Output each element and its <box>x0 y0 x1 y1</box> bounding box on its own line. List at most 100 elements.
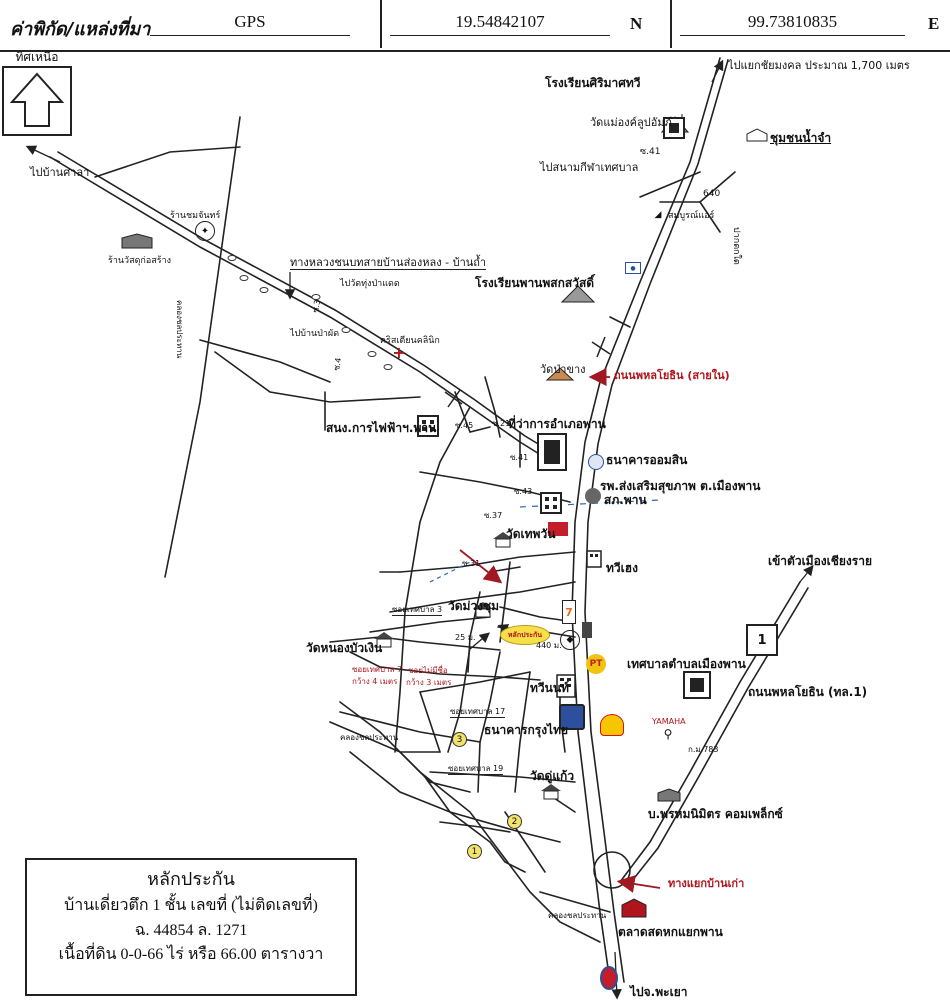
label-soi-t7: ซอยเทศบาล 7 <box>352 665 403 674</box>
label-to-phayao: ไปจ.พะเยา <box>630 985 688 999</box>
police-icon <box>585 488 601 504</box>
coordinates-header: ค่าพิกัด/แหล่งที่มา GPS 19.54842107 N 99… <box>0 0 950 52</box>
latitude-direction: N <box>630 14 643 33</box>
coordinate-source-value: GPS <box>150 12 350 36</box>
label-soi-unnamed-width: กว้าง 3 เมตร <box>406 678 452 687</box>
longitude-direction: E <box>928 14 940 33</box>
latitude-value: 19.54842107 <box>390 12 610 36</box>
road-network <box>25 57 814 1000</box>
label-to-ban-sala: ไปบ้านศาลา <box>30 166 90 179</box>
krungthai-bank-icon <box>559 704 585 730</box>
label-wat-nong: วัดหนองบัวเงิน <box>306 641 383 655</box>
label-pornmanee: บ.พรหมนิมิตร คอมเพล็กซ์ <box>648 807 783 821</box>
collateral-line-2: ฉ. 44854 ล. 1271 <box>134 921 248 939</box>
label-soi-37: ซ.37 <box>484 511 503 520</box>
label-soi-t3: ซอยเทศบาล 3 <box>392 605 443 616</box>
longitude-value: 99.73810835 <box>680 12 905 36</box>
subject-property-marker: หลักประกัน <box>500 625 550 645</box>
label-wat-muang: วัดม่วงชุม <box>448 599 500 613</box>
fuel-station-icon <box>600 966 618 990</box>
label-yamaha: YAMAHA <box>652 717 686 726</box>
gsb-bank-icon <box>588 454 604 470</box>
marker-1: 1 <box>467 844 482 859</box>
wat-pang-icon <box>545 367 575 381</box>
shophouse-icon <box>586 550 602 568</box>
district-office-icon <box>537 433 567 471</box>
label-soi-31: ซ.31 <box>462 559 481 568</box>
label-wat-dukaew: วัดดู่แก้ว <box>530 769 575 783</box>
temple-roof-icon <box>493 532 513 548</box>
market-icon <box>621 898 647 918</box>
latitude-cell: 19.54842107 N <box>380 0 672 48</box>
temple-roof-icon-3 <box>374 632 394 648</box>
label-km-783: ก.ม.783 <box>688 745 719 754</box>
marker-1-num: 1 <box>471 846 478 857</box>
label-construction: ร้านวัสดุก่อสร้าง <box>108 256 172 266</box>
label-canal-left: คลองชลประทาน <box>175 300 184 359</box>
marker-2-num: 2 <box>511 816 518 827</box>
label-soi-41-mid: ซ.41 <box>510 453 529 462</box>
collateral-title: หลักประกัน <box>147 869 235 889</box>
store-icon <box>548 522 568 536</box>
seven-eleven-icon: 7 <box>562 600 576 624</box>
label-dist-25: 25 ม. <box>455 633 476 642</box>
marker-3: 3 <box>452 732 467 747</box>
label-highway-route: ทางหลวงชนบทสายบ้านส่องหลง - บ้านถ้ำ <box>290 256 487 271</box>
label-twin: ทวีนนท์ <box>530 681 569 695</box>
coordinate-label: ค่าพิกัด/แหล่งที่มา <box>10 19 151 40</box>
house-icon <box>746 128 768 142</box>
label-km-640: 640 <box>703 189 721 199</box>
label-to-wat-pa: ไปวัดทุ่งป่าแดด <box>340 279 400 289</box>
pt-station-label: PT <box>589 659 603 669</box>
label-electric: สนง.การไฟฟ้าฯ.พาน <box>326 421 437 435</box>
label-mae-ong: วัดแม่องค์ลูปอัมภ์ <box>590 116 672 129</box>
label-soi-t17: ซอยเทศบาล 17 <box>450 707 506 718</box>
collateral-line-3: เนื้อที่ดิน 0-0-66 ไร่ หรือ 66.00 ตารางว… <box>58 946 324 964</box>
label-gsb: ธนาคารออมสิน <box>606 453 688 467</box>
canal-left <box>164 116 241 578</box>
label-wat-pang: วัดป่าขาง <box>540 363 586 376</box>
main-road-right <box>584 59 729 983</box>
north-arrow-icon <box>9 72 65 127</box>
label-soi-45: ซ.45 <box>455 421 474 430</box>
label-to-chiangrai: เข้าตัวเมืองเชียงราย <box>768 554 873 568</box>
label-soi-41-top: ซ.41 <box>640 147 661 157</box>
route-1-shield: 1 <box>746 624 778 656</box>
label-canal-mid: คลองชลประทาน <box>340 733 399 742</box>
highway-1-b <box>627 587 809 887</box>
school-building-icon <box>560 285 596 303</box>
label-to-sports: ไปสนามกีฬาเทศบาล <box>540 161 639 174</box>
hom-pro-icon: ● <box>625 262 641 274</box>
gas-shop-icon: ◢ <box>654 210 662 220</box>
route-1-number: 1 <box>757 632 767 648</box>
temple-roof-icon-4 <box>541 784 561 800</box>
label-police: สภ.พาน <box>604 493 647 507</box>
label-community: ชุมชนน้ำจำ <box>770 131 832 145</box>
main-road-left <box>571 57 721 983</box>
subject-property-label: หลักประกัน <box>507 630 543 639</box>
label-wat-thephawan: วัดเทพวัน <box>506 527 556 541</box>
label-clinic: คริสเตียนคลินิก <box>380 336 440 346</box>
twin-building-icon <box>556 674 576 698</box>
label-shop-chan: ร้านชมจันทร์ <box>170 211 221 221</box>
municipality-icon <box>683 671 711 699</box>
factory-icon <box>657 788 681 802</box>
label-to-forest: ปากตกใต <box>731 227 741 265</box>
temple-icon <box>663 117 685 139</box>
hospital-building-icon <box>540 492 562 514</box>
label-soi-43: ซ.43 <box>514 487 533 496</box>
label-gas-shop: สมบูรณ์แอร์ <box>668 211 715 221</box>
label-to-baankao: ทางแยกบ้านเก่า <box>668 877 745 890</box>
pt-station-icon: PT <box>586 654 606 674</box>
label-soi-unnamed: ซอยไม่มีชื่อ <box>408 666 448 675</box>
label-canal-bottom: คลองชลประทาน <box>548 911 607 920</box>
north-label: ทิศเหนือ <box>15 50 59 64</box>
temple-roof-icon-2 <box>473 602 493 618</box>
longitude-cell: 99.73810835 E <box>670 0 948 48</box>
label-soi-21: ซ.21 <box>492 419 511 428</box>
label-soi-t19: ซอยเทศบาล 19 <box>448 764 504 775</box>
rural-highway <box>49 156 561 468</box>
label-district-office: ที่ว่าการอำเภอพาน <box>508 417 606 431</box>
label-to-mongkol: ไปแยกชัยมงคล ประมาณ 1,700 เมตร <box>728 59 910 72</box>
shell-station-icon <box>600 714 624 736</box>
